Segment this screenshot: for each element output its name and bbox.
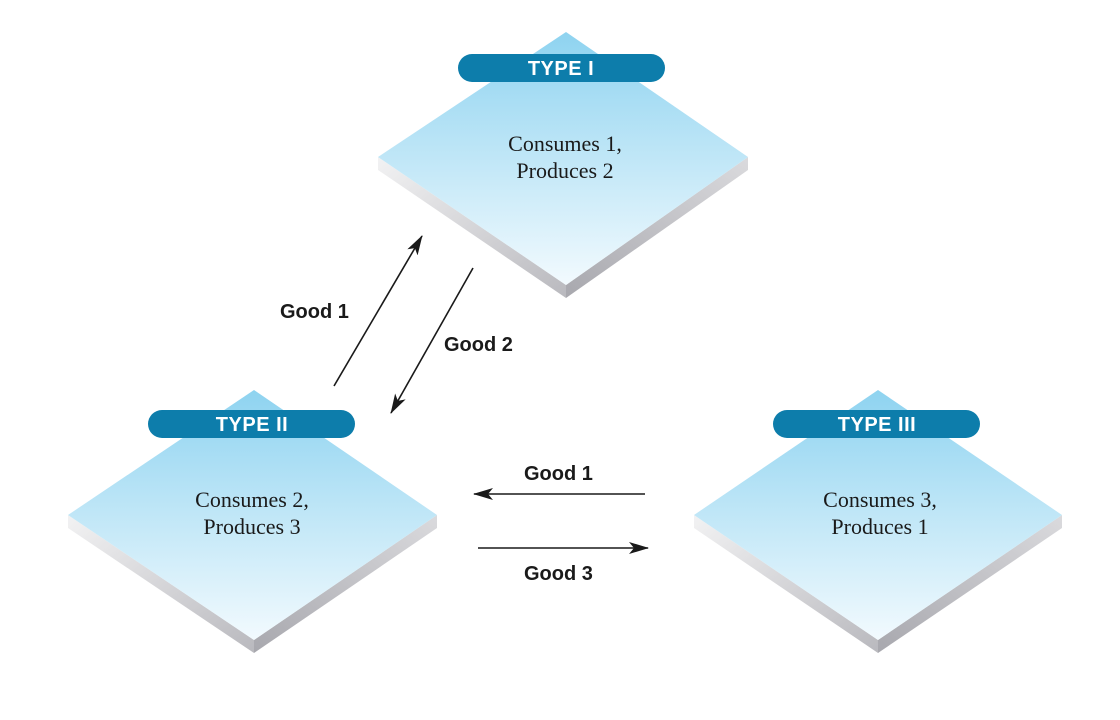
node-type-1-label: TYPE I [528, 58, 594, 80]
arrow-label-good-1-left: Good 1 [524, 463, 593, 485]
arrow-good-1-up [333, 235, 423, 387]
node-type-3-diamond [694, 390, 1062, 640]
node-type-1: TYPE I Consumes 1, Produces 2 [378, 32, 748, 298]
flow-type3-to-type2: Good 1 [473, 463, 645, 500]
node-type-2-consumes: Consumes 2, [195, 487, 309, 512]
node-type-2-label: TYPE II [216, 414, 288, 436]
node-type-2-diamond [68, 390, 437, 640]
node-type-3-label: TYPE III [838, 414, 916, 436]
node-type-1-pill [458, 54, 665, 82]
arrow-label-good-3: Good 3 [524, 563, 593, 585]
node-type-3-produces: Produces 1 [831, 514, 928, 539]
arrow-label-good-2: Good 2 [444, 334, 513, 356]
node-type-2-side-left [68, 515, 254, 653]
node-type-3-pill [773, 410, 980, 438]
node-type-2-pill [148, 410, 355, 438]
node-type-2: TYPE II Consumes 2, Produces 3 [68, 390, 437, 653]
node-type-1-produces: Produces 2 [516, 158, 613, 183]
node-type-2-side-right [254, 515, 437, 653]
node-type-1-diamond [378, 32, 748, 285]
node-type-3-consumes: Consumes 3, [823, 487, 937, 512]
arrow-label-good-1-up: Good 1 [280, 301, 349, 323]
flow-type2-to-type3: Good 3 [478, 542, 649, 585]
node-type-1-side-left [378, 157, 566, 298]
node-type-2-produces: Produces 3 [203, 514, 300, 539]
flow-type2-to-type1: Good 1 [280, 235, 423, 387]
node-type-1-side-right [566, 157, 748, 298]
node-type-1-consumes: Consumes 1, [508, 131, 622, 156]
flow-type1-to-type2: Good 2 [390, 267, 513, 414]
node-type-3-side-right [878, 515, 1062, 653]
arrow-good-2-down [390, 267, 474, 414]
node-type-3-side-left [694, 515, 878, 653]
node-type-3: TYPE III Consumes 3, Produces 1 [694, 390, 1062, 653]
